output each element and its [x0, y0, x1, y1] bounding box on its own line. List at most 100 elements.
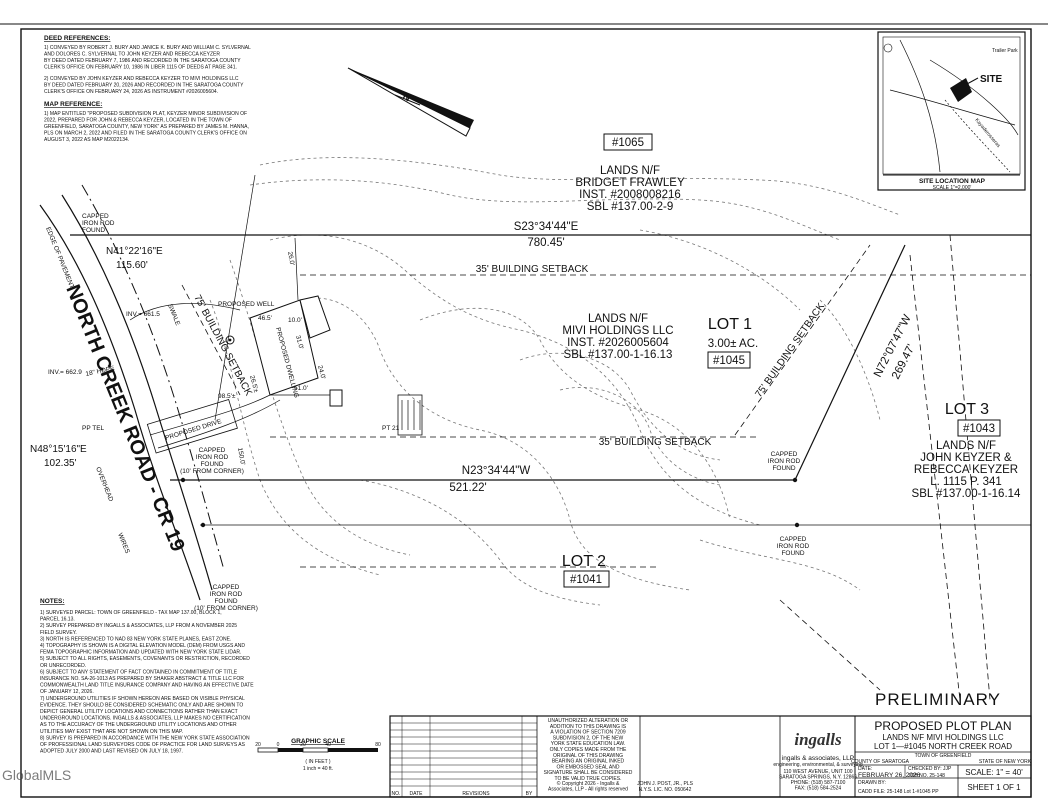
revisions-header: REVISIONS	[462, 791, 490, 797]
note-line: UNDERGROUND LOCATIONS. INGALLS & ASSOCIA…	[40, 716, 250, 722]
state-label: STATE OF NEW YORK	[979, 759, 1032, 765]
deed-references-lines: 1) CONVEYED BY ROBERT J. BURY AND JANICE…	[44, 45, 251, 95]
deed-references-heading: DEED REFERENCES:	[44, 35, 110, 42]
road-top-distance: 115.60'	[116, 260, 148, 271]
alteration-warning-line: TO BE VALID TRUE COPIES.	[555, 776, 622, 782]
graphic-scale-tick-label: 80	[375, 742, 381, 748]
copyright-notice: © Copyright 2026 - Ingalls &Associates, …	[548, 780, 628, 793]
note-line: UTILITIES MAY EXIST THAT ARE NOT SHOWN O…	[40, 729, 183, 735]
plan-title: PROPOSED PLOT PLAN	[874, 719, 1011, 733]
site-location-map	[877, 31, 1026, 191]
note-line: OR UNRECORDED.	[40, 663, 86, 669]
alteration-warning-line: OR EMBOSSED SEAL AND	[557, 764, 620, 770]
proposed-well-label: PROPOSED WELL	[218, 301, 275, 308]
lot1-owner-line: INST. #2026005604	[567, 337, 669, 349]
site-map-scale: SCALE 1"=2,000'	[933, 185, 972, 191]
north-arrow-icon: N	[347, 67, 474, 137]
firm-address-line: SARATOGA SPRINGS, N.Y. 12866	[779, 775, 857, 781]
town-label: TOWN OF GREENFIELD	[915, 753, 972, 759]
alteration-warning-line: ORIGINAL OF THIS DRAWING	[553, 753, 623, 759]
inv-left-label: INV.= 662.9	[48, 369, 82, 376]
site-map-site-label: SITE	[980, 74, 1003, 85]
lot1-area: 3.00± AC.	[708, 338, 758, 350]
capped-iron-rod-label: CAPPED	[771, 451, 798, 458]
note-line: 5) SUBJECT TO ALL RIGHTS, EASEMENTS, COV…	[40, 656, 250, 662]
lot1-number: #1045	[713, 355, 745, 367]
road-bottom-bearing: N48°15'16"E	[30, 444, 87, 455]
dim-465: 46.5'	[258, 315, 272, 322]
note-line: EVIDENCE. THEY SHOULD BE CONSIDERED SCHE…	[40, 702, 243, 708]
capped-iron-rod-label: FOUND	[82, 227, 105, 234]
note-line: 1) SURVEYED PARCEL: TOWN OF GREENFIELD -…	[40, 610, 222, 616]
note-line: FIELD SURVEY.	[40, 630, 77, 636]
lot1-title: LOT 1	[708, 316, 752, 333]
alteration-warning-line: ADDITION TO THIS DRAWING IS	[550, 724, 627, 730]
note-line: OF PROFESSIONAL LAND SURVEYORS CODE OF P…	[40, 742, 246, 748]
job-no: JOB NO. 25-148	[908, 773, 945, 779]
deed-reference-line: 2) CONVEYED BY JOHN KEYZER AND REBECCA K…	[44, 76, 239, 82]
map-reference-line: PLS ON MARCH 2, 2022 AND FILED IN THE SA…	[44, 131, 247, 137]
note-line: 4) TOPOGRAPHY IS SHOWN IS A DIGITAL ELEV…	[40, 643, 245, 649]
dim-265: 26.5'±	[248, 375, 259, 394]
capped-iron-rod-label: IRON ROD	[768, 458, 801, 465]
lot3-owner-line: REBECCA KEYZER	[914, 464, 1018, 476]
revision-date-header: DATE	[410, 791, 424, 797]
map-reference-line: 1) MAP ENTITLED "PROPOSED SUBDIVISION PL…	[44, 111, 247, 117]
site-marker	[950, 78, 972, 102]
alteration-warning-line: YORK STATE EDUCATION LAW.	[551, 741, 626, 747]
note-line: FEMA TOPOGRAPHIC INFORMATION AND UPDATED…	[40, 650, 241, 656]
setback-35-top-label: 35' BUILDING SETBACK	[476, 264, 589, 275]
topographic-contours	[209, 157, 901, 606]
capped-iron-rod-label: FOUND	[200, 461, 223, 468]
date-label: DATE:	[858, 766, 872, 772]
note-line: 7) UNDERGROUND UTILITIES IF SHOWN HEREON…	[40, 696, 245, 702]
map-reference-heading: MAP REFERENCE:	[44, 101, 102, 108]
north-line-bearing: S23°34'44"E	[514, 221, 579, 233]
surveyor-line: N.Y.S. LIC. NO. 050642	[639, 787, 692, 793]
site-map-title: SITE LOCATION MAP	[919, 178, 986, 185]
alteration-warning-line: UNAUTHORIZED ALTERATION OR	[548, 718, 629, 724]
graphic-scale-tick-label: 40	[325, 742, 331, 748]
preliminary-stamp: PRELIMINARY	[875, 690, 1001, 709]
capped-iron-rod-label: IRON ROD	[82, 220, 115, 227]
dim-150: 150.0'	[236, 447, 246, 465]
capped-iron-rod-label: CAPPED	[199, 447, 226, 454]
deed-reference-line: BY DEED DATED FEBRUARY 7, 1986 AND RECOR…	[44, 58, 241, 64]
graphic-scale-bar	[257, 747, 378, 753]
map-reference-line: 2022, PREPARED FOR JOHN & REBECCA KEYZER…	[44, 118, 232, 124]
lot1-owner-line: MIVI HOLDINGS LLC	[562, 325, 673, 337]
dim-240: 24.0'	[316, 365, 326, 380]
map-reference-line: GREENFIELD, SARATOGA COUNTY, NEW YORK" A…	[44, 124, 249, 130]
north-creek-road	[39, 184, 241, 601]
note-line: 6) SUBJECT TO ANY STATEMENT OF FACT CONT…	[40, 669, 238, 675]
septic-field	[397, 394, 423, 436]
map-reference-lines: 1) MAP ENTITLED "PROPOSED SUBDIVISION PL…	[44, 111, 249, 143]
dim-985: 98.5'±	[218, 393, 236, 400]
lot2-title: LOT 2	[562, 553, 606, 570]
note-line: OF JANUARY 12, 2026.	[40, 689, 94, 695]
dim-26: 26.0'	[286, 251, 295, 266]
graphic-scale-tick-label: 20	[255, 742, 261, 748]
note-line: PARCEL 16.13.	[40, 617, 75, 623]
site-map-trailer-park: Trailer Park	[992, 48, 1018, 54]
deed-reference-line: CLERK'S OFFICE ON FEBRUARY 10, 1986 IN L…	[44, 65, 237, 71]
scale-label: SCALE: 1" = 40'	[965, 768, 1023, 777]
road-bottom-distance: 102.35'	[44, 458, 77, 469]
capped-iron-rod-label: FOUND	[772, 465, 795, 472]
lot-1065-number: #1065	[612, 137, 644, 149]
note-line: DEPICT GENERAL UTILITY LOCATIONS AND CON…	[40, 709, 238, 715]
north-owner-line: BRIDGET FRAWLEY	[575, 177, 685, 189]
proposed-drive	[146, 394, 281, 454]
road-top-bearing: N41°22'16"E	[106, 246, 163, 257]
property-lines	[70, 174, 1031, 701]
graphic-scale-ratio: 1 inch = 40 ft.	[303, 766, 333, 772]
